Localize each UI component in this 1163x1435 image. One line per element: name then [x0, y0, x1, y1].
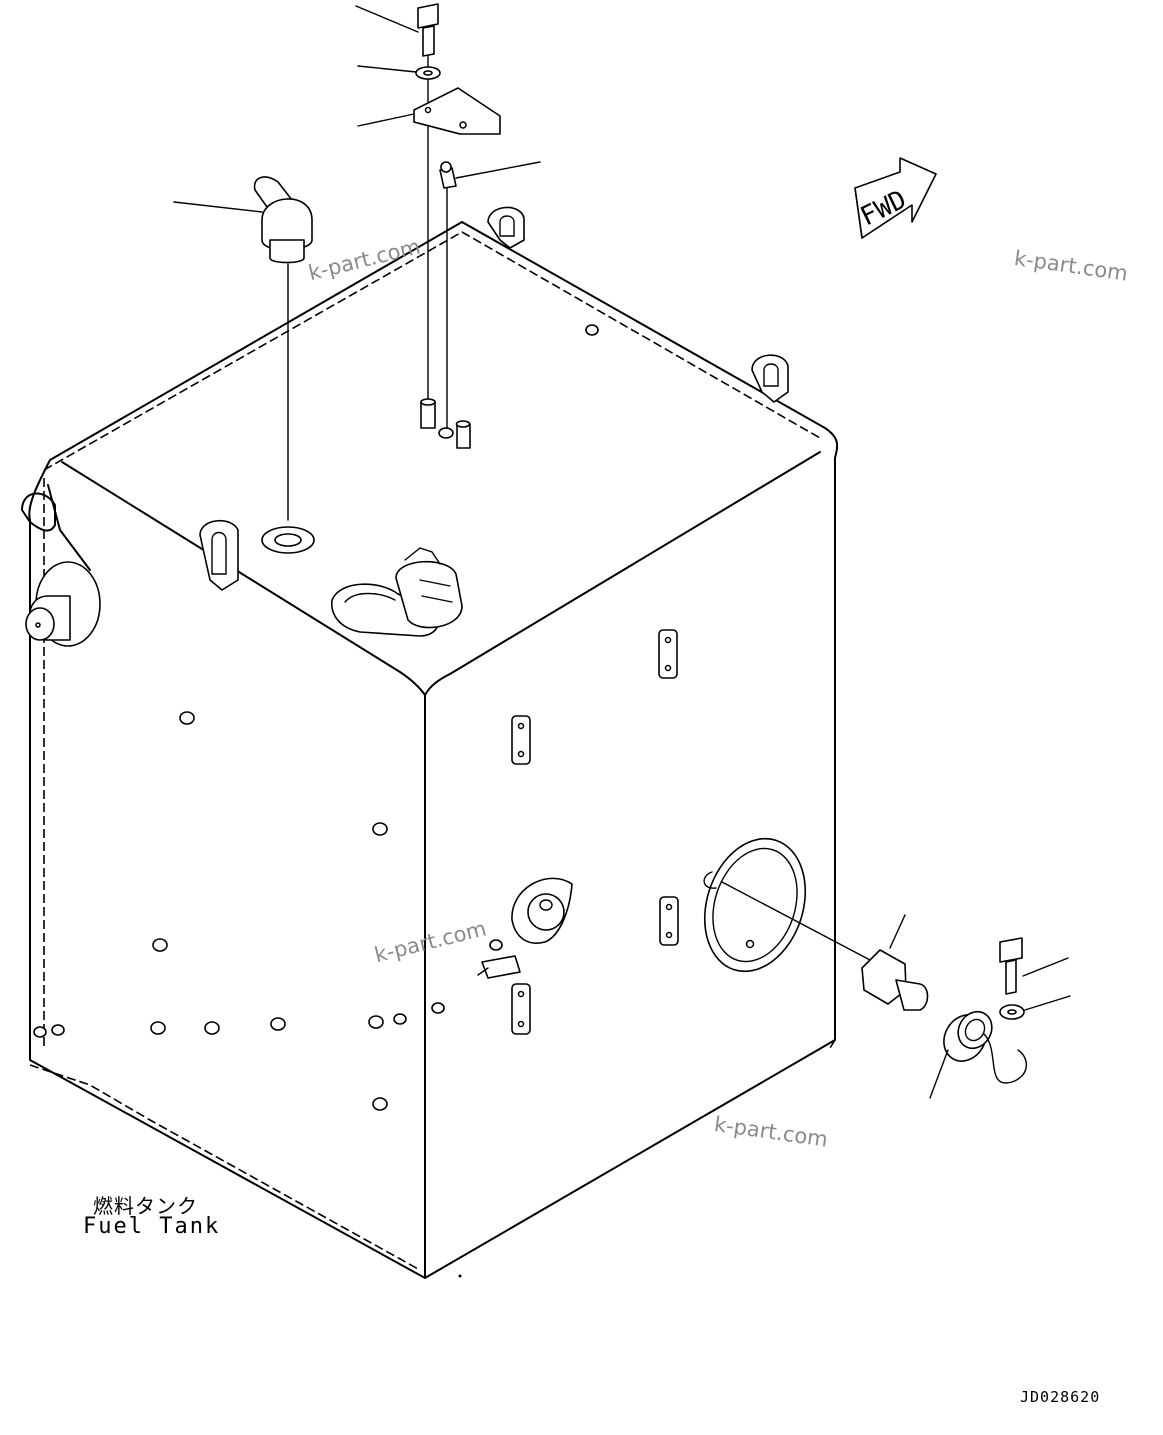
side-level-gauge: [25, 561, 101, 647]
top-bosses: [420, 324, 599, 449]
lifting-eye-rear: [487, 206, 525, 249]
top-washer: [415, 66, 441, 80]
leader-lines: [173, 5, 541, 213]
side-slot-brackets: [511, 629, 679, 1035]
caption-japanese: 燃料タンク: [93, 1194, 198, 1218]
filler-cap: [331, 547, 463, 637]
side-bolt-washer: [999, 937, 1071, 1020]
grease-nipple: [439, 161, 457, 429]
drain-valve-cap: [929, 1010, 1027, 1099]
mounting-bracket: [413, 87, 501, 135]
lifting-eye-right: [751, 354, 789, 403]
fuel-tank-body: [21, 221, 839, 1279]
face-bosses: [33, 711, 445, 1111]
top-bolt: [417, 3, 439, 401]
caption-english: Fuel Tank: [83, 1214, 221, 1239]
drain-plug-fitting: [861, 914, 929, 1011]
breather-cap: [253, 176, 315, 554]
drawing-code: JD028620: [1020, 1388, 1101, 1406]
lifting-eye-front: [199, 519, 239, 591]
fwd-direction-marker: FWD: [854, 157, 937, 239]
drain-housing: [477, 877, 573, 979]
inspection-cover: [703, 837, 871, 973]
